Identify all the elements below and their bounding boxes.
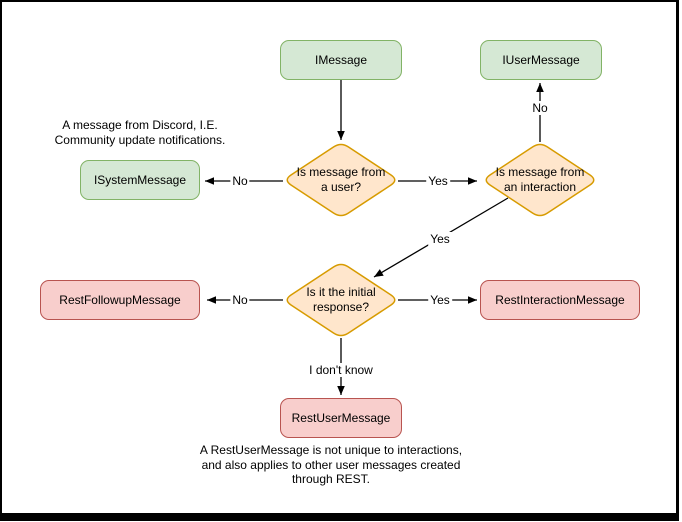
edge-label-i-dont-know: I don't know <box>307 363 375 377</box>
note-restusermessage-description: A RestUserMessage is not unique to inter… <box>199 443 463 487</box>
node-restfollowupmessage: RestFollowupMessage <box>40 280 200 320</box>
node-iusermessage: IUserMessage <box>480 40 602 80</box>
node-restusermessage: RestUserMessage <box>280 398 402 438</box>
edge-label-yes-fromuser: Yes <box>426 174 450 188</box>
diamond-is-initial-response <box>286 263 396 337</box>
edge-label-no-initial: No <box>230 293 250 307</box>
diamond-is-message-from-user <box>286 143 396 217</box>
edge-label-yes-initial: Yes <box>428 293 452 307</box>
edge-label-yes-interaction: Yes <box>428 232 452 246</box>
node-imessage: IMessage <box>280 40 402 80</box>
edge-label-no-interaction: No <box>530 101 550 115</box>
diamond-is-message-from-interaction <box>485 143 595 217</box>
node-isystemmessage: ISystemMessage <box>80 160 200 200</box>
note-isystemmessage-description: A message from Discord, I.E. Community u… <box>54 118 226 147</box>
edge-label-no-fromuser: No <box>230 174 250 188</box>
node-restinteractionmessage: RestInteractionMessage <box>480 280 640 320</box>
